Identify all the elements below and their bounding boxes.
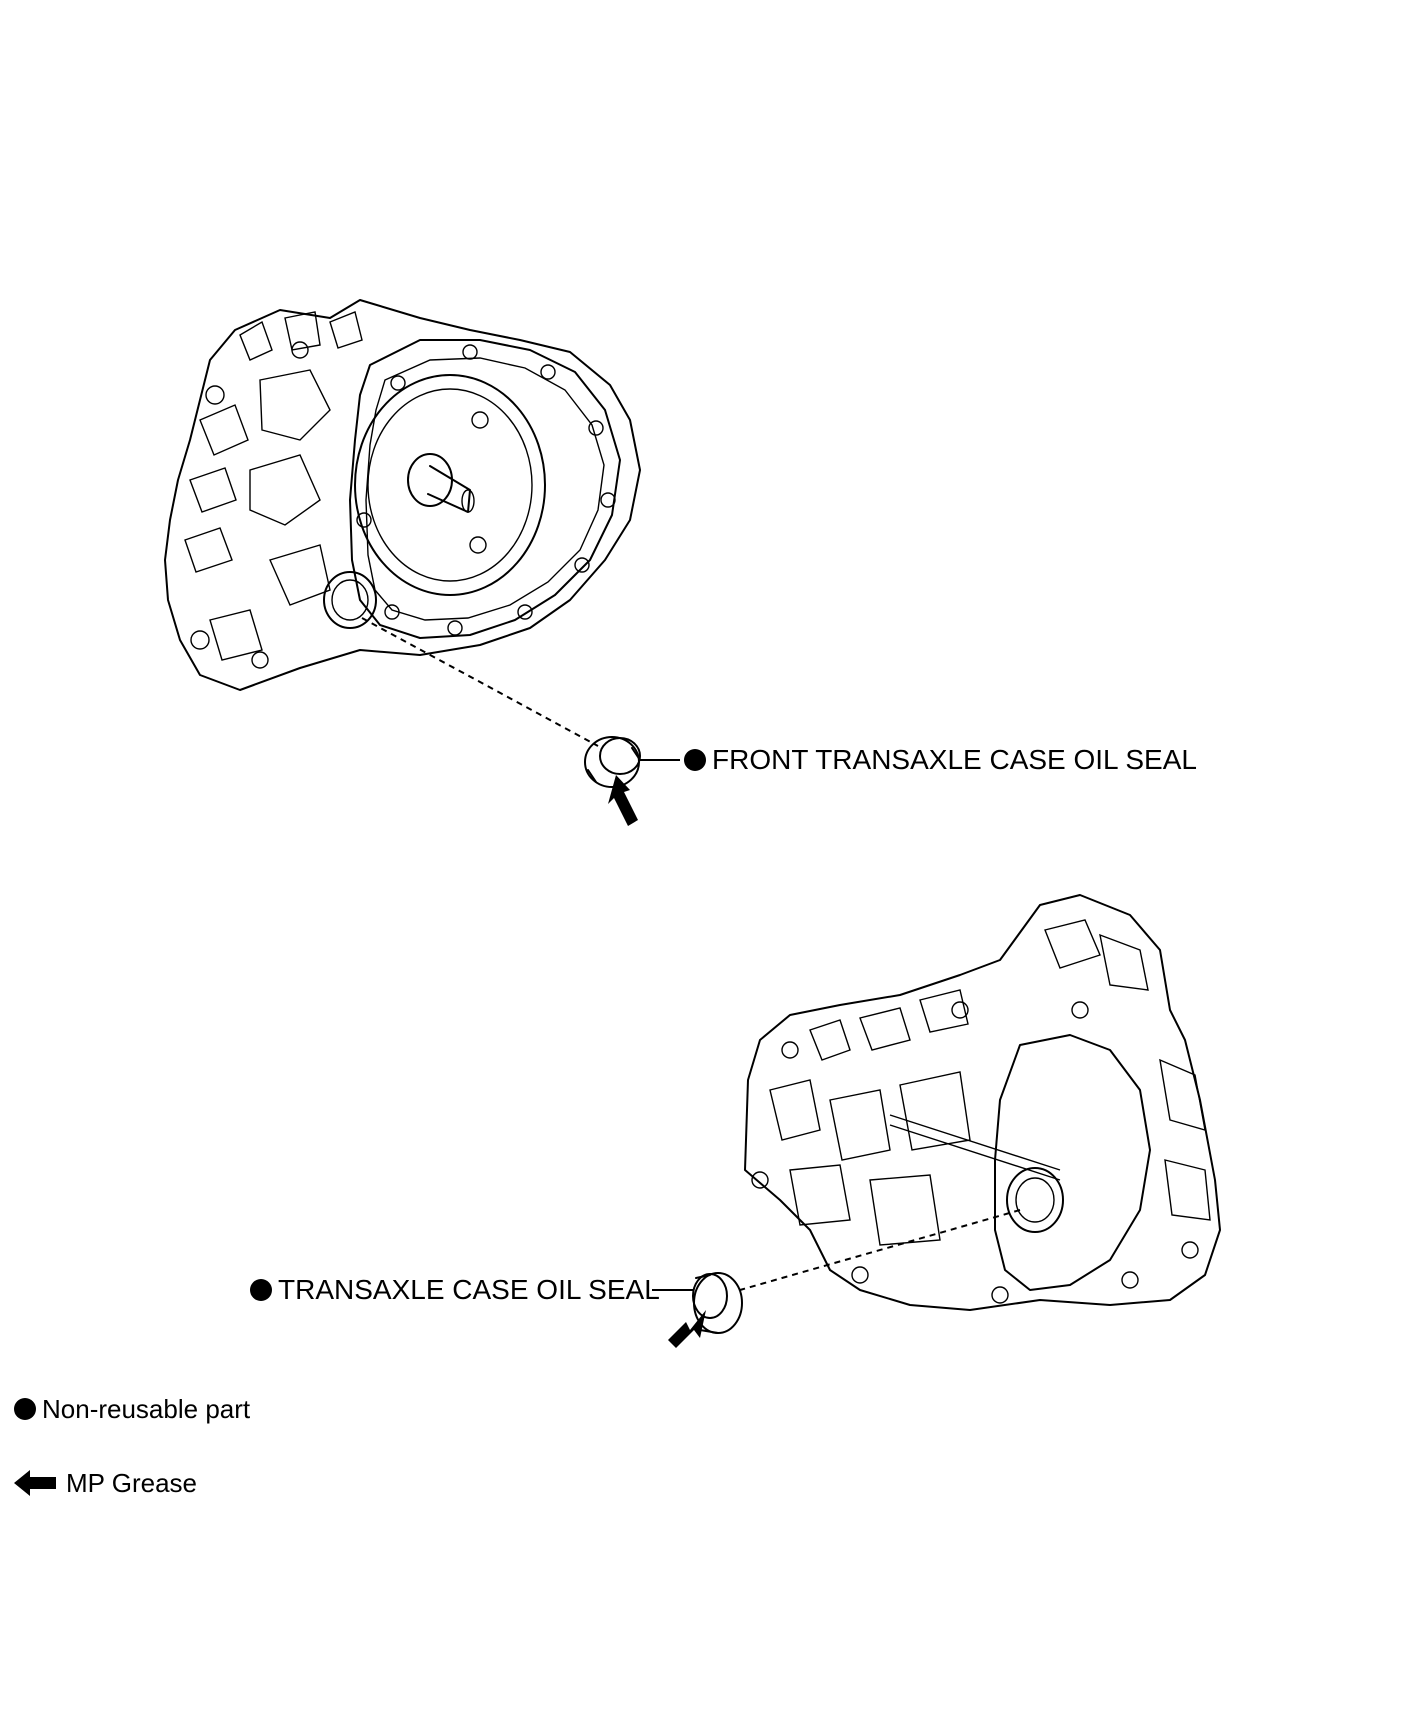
front-transaxle-assembly (164, 299, 641, 747)
non-reusable-icon (684, 748, 706, 771)
legend-non-reusable: Non-reusable part (14, 1394, 250, 1424)
filled-circle-icon (14, 1398, 36, 1421)
case-seal-label-text: TRANSAXLE CASE OIL SEAL (278, 1274, 660, 1305)
assembly-line-case (739, 1209, 1021, 1291)
legend-non-reusable-text: Non-reusable part (42, 1394, 251, 1424)
front-oil-seal (584, 736, 641, 788)
case-seal-label: TRANSAXLE CASE OIL SEAL (250, 1274, 660, 1306)
case-oil-seal (692, 1272, 743, 1334)
grease-arrow-front (608, 775, 638, 826)
grease-arrow-icon (14, 1470, 56, 1496)
legend-mp-grease: MP Grease (66, 1468, 197, 1498)
grease-arrow-case (668, 1310, 706, 1348)
assembly-line-front (361, 617, 599, 747)
legend-mp-grease-text: MP Grease (66, 1468, 198, 1498)
non-reusable-icon (250, 1278, 272, 1301)
transaxle-case-assembly (739, 894, 1221, 1311)
front-seal-label-text: FRONT TRANSAXLE CASE OIL SEAL (712, 744, 1197, 775)
front-seal-label: FRONT TRANSAXLE CASE OIL SEAL (684, 744, 1197, 776)
